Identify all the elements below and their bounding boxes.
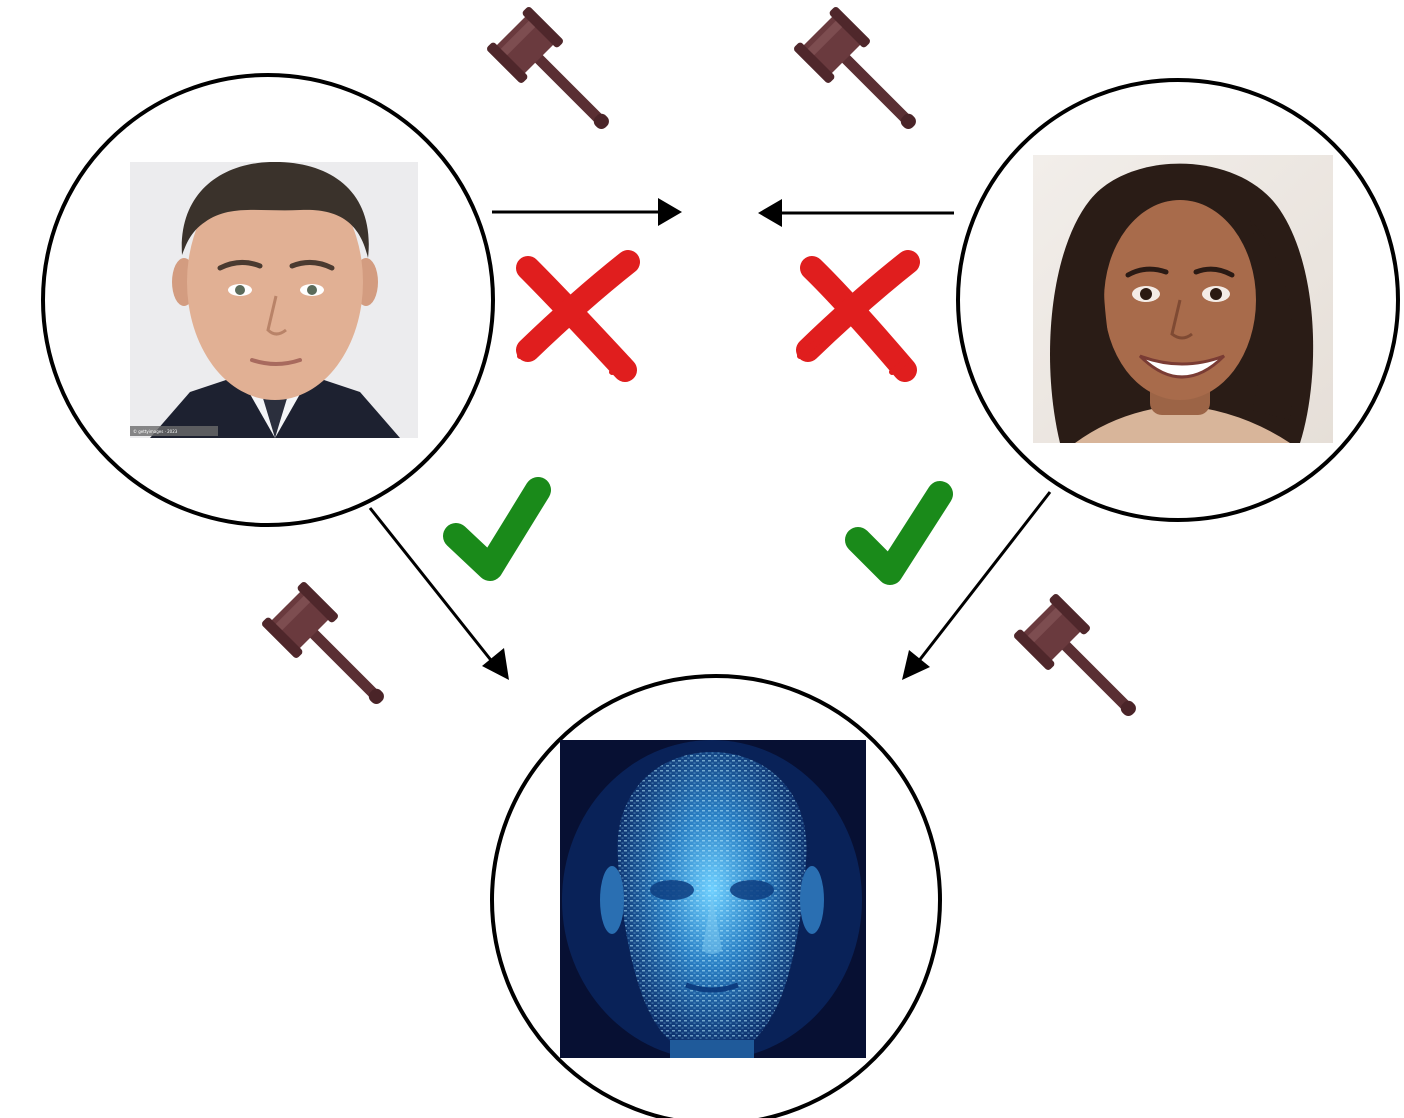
check-mark-right	[845, 481, 953, 585]
man-photo: © gettyimages · 2023	[130, 162, 418, 438]
gavel-icon-top-right	[794, 7, 916, 129]
gavel-icon-bottom-right	[1014, 594, 1136, 716]
cross-mark-right	[796, 250, 920, 382]
cross-mark-left	[516, 250, 640, 382]
arrow-left-to-center	[492, 198, 682, 226]
person-right-node	[956, 78, 1400, 522]
woman-photo	[1033, 155, 1333, 443]
ai-head-node	[490, 674, 942, 1118]
gavel-icon-top-left	[487, 7, 609, 129]
arrow-right-to-center	[758, 199, 954, 227]
arrow-right-to-ai	[902, 491, 1052, 680]
arrow-left-to-ai	[368, 507, 509, 680]
check-mark-left	[443, 477, 551, 581]
ai-face-image	[560, 740, 866, 1058]
gavel-icon-bottom-left	[262, 582, 384, 704]
person-left-node: © gettyimages · 2023	[41, 73, 495, 527]
photo-credit: © gettyimages · 2023	[133, 429, 178, 434]
